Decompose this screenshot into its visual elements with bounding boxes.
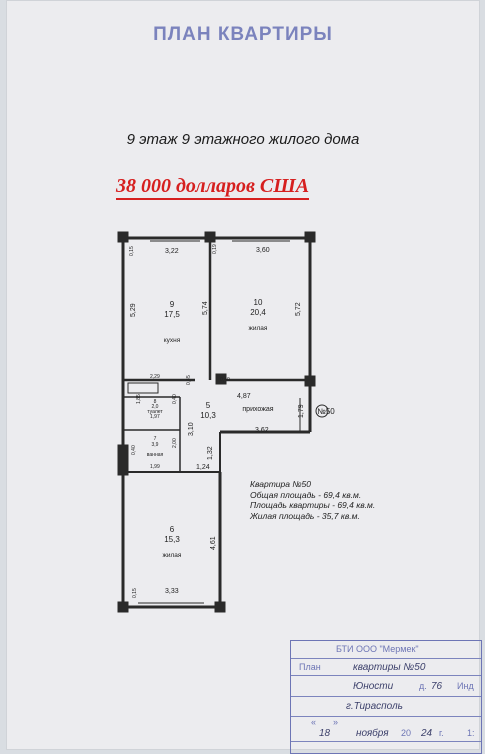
stamp-year-prefix: 20 xyxy=(401,728,412,738)
dim-kitchen-side: 5,29 xyxy=(130,303,137,317)
stamp-month: ноября xyxy=(356,728,389,739)
dim-hall-v: 3,10 xyxy=(188,422,195,436)
room-hall-name: прихожая xyxy=(242,406,273,413)
stamp-side-mark: 1: xyxy=(467,728,475,738)
room-bedroom-name: жилая xyxy=(163,552,182,559)
column-mid xyxy=(215,373,227,385)
info-apartment: Квартира №50 xyxy=(250,479,311,489)
dim-toilet-w: 1,97 xyxy=(150,414,160,420)
room-bath-name: ванная xyxy=(147,452,164,458)
dim-bath-h2: 0,40 xyxy=(131,445,137,455)
column-bottom-left xyxy=(117,601,129,613)
stamp-house-value: 76 xyxy=(431,681,443,692)
stamp-row xyxy=(291,696,481,697)
stamp-plan-label: План xyxy=(299,662,321,672)
room-toilet-area: 2,0 xyxy=(152,404,159,410)
dim-bath-h: 2,00 xyxy=(172,438,178,448)
info-total-area: Общая площадь - 69,4 кв.м. xyxy=(250,489,362,500)
dim-small-a: 0,15 xyxy=(129,246,135,256)
stamp-row xyxy=(291,658,481,659)
dim-living-right: 5,72 xyxy=(295,302,302,316)
room-bedroom-area: 15,3 xyxy=(164,535,180,544)
plan-sheet: ПЛАН КВАРТИРЫ 9 этаж 9 этажного жилого д… xyxy=(6,0,480,750)
dim-toilet-top: 2,29 xyxy=(150,374,160,380)
floor-description: 9 этаж 9 этажного жилого дома xyxy=(126,131,360,148)
dim-small-d: 0,15 xyxy=(132,588,138,598)
room-hall-area: 10,3 xyxy=(200,411,216,420)
room-toilet-name: туалет xyxy=(147,409,163,415)
dim-kitchen-right: 5,74 xyxy=(202,301,209,315)
stamp-street-value: Юности xyxy=(353,681,394,692)
column-left xyxy=(117,444,129,476)
apartment-info: Квартира №50 Общая площадь - 69,4 кв.м. … xyxy=(250,479,375,521)
dim-toilet-h: 0,45 xyxy=(186,375,192,385)
room-kitchen-name: кухня xyxy=(164,337,181,344)
stamp-day: 18 xyxy=(319,728,331,739)
stamp-row xyxy=(291,716,481,717)
room-living-area: 20,4 xyxy=(250,308,266,317)
stamp-plan-value: квартиры №50 xyxy=(353,662,426,673)
vent-shaft xyxy=(127,382,159,394)
stamp-year: 24 xyxy=(421,728,433,739)
bti-stamp: БТИ ООО "Мермек" План квартиры №50 Юност… xyxy=(290,640,482,754)
dim-bedroom-bottom: 3,33 xyxy=(165,588,179,595)
dim-small-c: 0,40 xyxy=(220,377,230,383)
info-apartment-area: Площадь квартиры - 69,4 кв.м. xyxy=(250,500,376,510)
dim-bath-w: 1,99 xyxy=(150,464,160,470)
dim-mid2: 1,24 xyxy=(196,464,210,471)
dim-hall-bottom: 3,62 xyxy=(255,427,269,434)
stamp-quote-close: » xyxy=(333,717,339,727)
dim-small-e: 0,40 xyxy=(172,394,178,404)
info-living-area: Жилая площадь - 35,7 кв.м. xyxy=(250,510,360,521)
dim-hall-v2: 1,79 xyxy=(298,404,305,418)
dim-small-b: 0,19 xyxy=(212,244,218,254)
stamp-right-label: Инд xyxy=(457,681,474,691)
room-kitchen-num: 9 xyxy=(170,300,175,309)
room-kitchen-area: 17,5 xyxy=(164,310,180,319)
dim-small-f: 1,85 xyxy=(136,394,142,404)
apartment-number-marker: №50 xyxy=(317,407,335,416)
stamp-org: БТИ ООО "Мермек" xyxy=(336,644,419,654)
dim-bedroom-side: 4,61 xyxy=(210,536,217,550)
dim-kitchen-top: 3,22 xyxy=(165,248,179,255)
entry-marker xyxy=(315,404,329,418)
room-toilet-num: 8 xyxy=(154,399,157,405)
document-title: ПЛАН КВАРТИРЫ xyxy=(153,24,333,45)
column-top-right xyxy=(304,231,316,243)
column-mid-right xyxy=(304,375,316,387)
stamp-quote-open: « xyxy=(311,717,317,727)
room-living-name: жилая xyxy=(249,325,268,332)
stamp-house-label: д. xyxy=(419,681,427,691)
room-bath-area: 3,9 xyxy=(152,442,159,448)
room-bedroom-num: 6 xyxy=(170,525,175,534)
stamp-city-value: г.Тирасполь xyxy=(346,701,403,712)
column-bottom-right xyxy=(214,601,226,613)
dim-living-top: 3,60 xyxy=(256,247,270,254)
column-top-left xyxy=(117,231,129,243)
stamp-year-suffix: г. xyxy=(439,728,444,738)
dim-hall-top: 4,87 xyxy=(237,393,251,400)
room-bath-num: 7 xyxy=(154,436,157,442)
stamp-row xyxy=(291,675,481,676)
price-label: 38 000 долларов США xyxy=(116,175,310,200)
stamp-row xyxy=(291,741,481,742)
dim-mid: 1,32 xyxy=(207,446,214,460)
room-hall-num: 5 xyxy=(206,401,211,410)
room-living-num: 10 xyxy=(254,298,263,307)
column-top xyxy=(204,231,216,243)
